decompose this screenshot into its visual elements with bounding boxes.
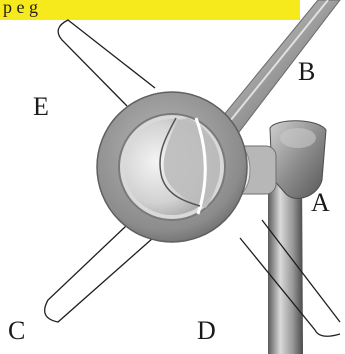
guide-e [57,19,156,107]
label-b: B [298,57,316,86]
highlight-banner: p e g [0,0,300,20]
label-a: A [311,188,330,217]
upper-rod [217,0,341,137]
guide-a [261,219,341,323]
main-ring [96,91,248,243]
guide-d [239,237,341,337]
label-c: C [8,316,26,345]
label-d: D [197,316,216,345]
banner-text: p e g [3,0,38,17]
guide-c [44,225,154,323]
outline-guides [44,19,341,337]
vertical-shaft [268,120,327,354]
label-e: E [33,92,49,121]
